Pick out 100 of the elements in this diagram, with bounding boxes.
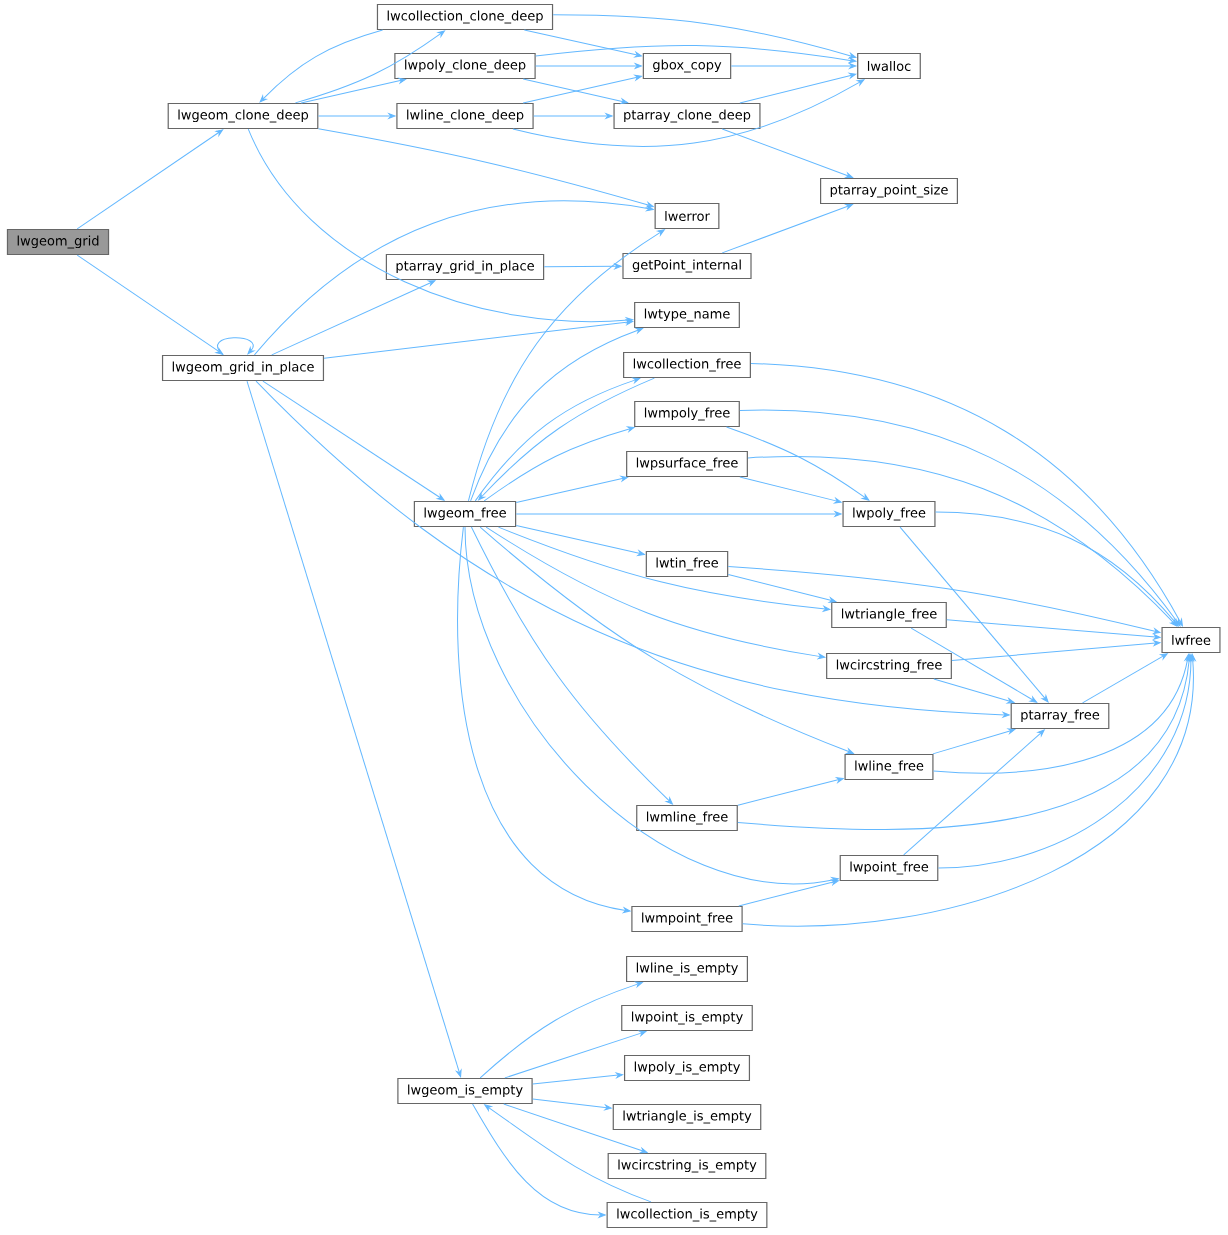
function-box: lwcollection_free <box>623 351 751 379</box>
function-box: lwpoly_is_empty <box>624 1054 750 1082</box>
arrow <box>484 1104 652 1203</box>
function-box: lwpoly_free <box>842 500 936 528</box>
arrow <box>253 200 654 356</box>
function-box: lwfree <box>1161 626 1221 654</box>
arrow <box>727 566 1161 634</box>
arrow <box>515 511 842 517</box>
arrow <box>522 78 629 105</box>
arrow <box>255 380 1010 718</box>
arrow <box>497 526 831 612</box>
arrow <box>910 627 1038 703</box>
function-box: lwpoint_free <box>839 854 939 882</box>
arrow <box>470 526 673 805</box>
arrow <box>503 1103 648 1154</box>
arrow <box>262 380 445 501</box>
arrow <box>479 526 854 754</box>
function-box: lwcollection_is_empty <box>606 1201 768 1229</box>
arrow <box>247 128 634 324</box>
arrow <box>515 525 645 556</box>
arrow <box>750 362 1183 627</box>
arrow <box>937 653 1194 869</box>
arrow <box>271 280 436 356</box>
arrow <box>523 29 642 58</box>
arrow <box>737 777 844 806</box>
arrow <box>932 728 1016 755</box>
function-box: lwline_clone_deep <box>396 102 534 130</box>
arrow <box>515 475 629 503</box>
arrow <box>721 203 853 254</box>
function-box: lwmline_free <box>636 804 738 832</box>
arrow <box>946 619 1161 640</box>
function-box: getPoint_internal <box>622 252 752 280</box>
function-box: lwtype_name <box>634 301 740 329</box>
arrow <box>76 129 224 230</box>
arrow <box>742 653 1196 927</box>
function-box: lwcircstring_is_empty <box>607 1152 767 1180</box>
function-box: lwgeom_free <box>413 500 517 528</box>
arrow <box>300 77 406 104</box>
function-box: lwline_free <box>844 753 934 781</box>
arrow <box>504 1030 647 1079</box>
arrow <box>76 254 224 355</box>
function-box: lwpoint_is_empty <box>621 1004 753 1032</box>
arrow <box>933 653 1191 774</box>
function-box: lwerror <box>654 202 720 230</box>
function-box: lwalloc <box>857 52 921 80</box>
arrow <box>721 128 853 179</box>
arrow <box>739 72 857 104</box>
arrow <box>727 573 837 603</box>
arrow <box>323 319 634 359</box>
arrow <box>317 128 654 208</box>
function-box: lwtriangle_free <box>831 601 947 629</box>
arrow <box>737 653 1193 830</box>
arrow <box>1082 653 1168 704</box>
function-box: lwgeom_grid_in_place <box>161 354 325 382</box>
arrow <box>485 526 826 660</box>
arrow <box>246 380 462 1078</box>
arrow <box>951 640 1161 662</box>
arrow <box>467 229 665 502</box>
function-box: ptarray_point_size <box>820 177 958 205</box>
arrow <box>317 113 396 119</box>
function-box: lwmpoint_free <box>631 905 743 933</box>
arrow <box>457 526 631 913</box>
arrow <box>726 426 870 501</box>
function-box: lwtin_free <box>645 550 729 578</box>
function-box: lwmpoly_free <box>634 400 740 428</box>
arrow <box>479 981 643 1079</box>
function-box: ptarray_grid_in_place <box>385 253 545 281</box>
function-box: lwgeom_is_empty <box>397 1077 533 1105</box>
function-box: gbox_copy <box>642 52 732 80</box>
function-box: ptarray_clone_deep <box>613 102 761 130</box>
function-box: lwpoly_clone_deep <box>394 52 536 80</box>
arrow <box>532 1098 612 1111</box>
function-box: lwgeom_clone_deep <box>167 102 319 130</box>
arrow <box>543 263 622 270</box>
arrow <box>533 113 613 119</box>
function-box: lwline_is_empty <box>626 955 748 983</box>
arrow <box>739 409 1181 627</box>
arrow <box>483 426 635 502</box>
arrow <box>933 678 1015 704</box>
function-box: lwcircstring_free <box>826 652 952 680</box>
function-box: lwtriangle_is_empty <box>612 1103 762 1131</box>
arrow <box>747 455 1178 627</box>
arrow <box>739 476 842 504</box>
function-box: lwgeom_grid <box>6 228 110 256</box>
arrow <box>522 74 642 104</box>
arrow <box>899 526 1049 703</box>
arrow <box>535 63 642 69</box>
arrow <box>259 29 384 103</box>
arrow <box>738 879 839 907</box>
arrow <box>464 526 839 885</box>
arrow <box>472 1103 606 1218</box>
function-box: lwpsurface_free <box>626 450 748 478</box>
function-box: ptarray_free <box>1010 702 1110 730</box>
arrow <box>294 30 445 104</box>
function-box: lwcollection_clone_deep <box>376 3 554 31</box>
arrow <box>512 79 865 148</box>
arrow <box>903 729 1045 856</box>
arrow <box>217 337 255 356</box>
arrow <box>935 511 1179 627</box>
arrow <box>532 1072 624 1085</box>
